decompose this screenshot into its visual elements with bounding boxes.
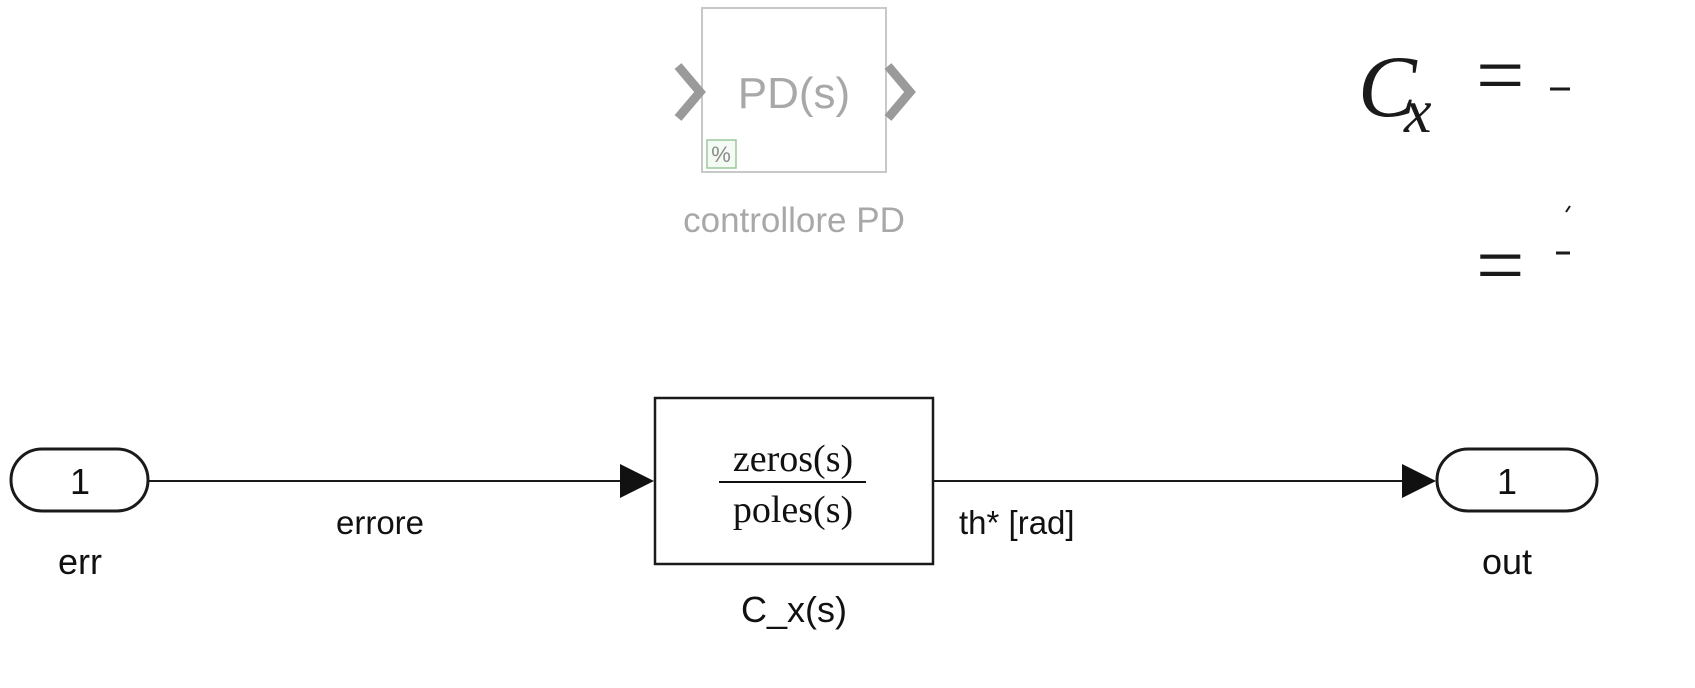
transfer-function-block[interactable]: zeros(s) poles(s) [653, 396, 935, 566]
pd-output-port-chevron-icon [884, 63, 916, 121]
equation-glyph-fragment [1565, 205, 1571, 213]
pd-badge-icon [706, 139, 737, 169]
signal-label-th: th* [rad] [959, 504, 1075, 541]
arrowhead-icon [1402, 464, 1436, 498]
equation-subscript: x [1403, 78, 1432, 146]
signal-label-errore: errore [336, 504, 424, 541]
pd-controller-block[interactable]: PD(s) % [674, 7, 916, 173]
signal-line-errore[interactable] [149, 464, 654, 498]
outport-out[interactable]: 1 [1435, 447, 1599, 513]
outport-shape [1435, 447, 1599, 513]
signal-line-th[interactable] [933, 464, 1436, 498]
pd-block-label: PD(s) [738, 69, 850, 118]
equation-annotation: C x = = [1358, 27, 1571, 313]
equation-equals-1: = [1476, 27, 1525, 123]
tf-denominator: poles(s) [733, 489, 853, 531]
pd-badge-text: % [711, 142, 731, 167]
inport-number: 1 [70, 461, 90, 502]
outport-name: out [1482, 541, 1532, 582]
pd-input-port-chevron-icon [674, 63, 706, 121]
inport-name: err [58, 541, 102, 582]
tf-numerator: zeros(s) [733, 438, 853, 480]
outport-number: 1 [1497, 461, 1517, 502]
equation-equals-2: = [1476, 217, 1525, 313]
arrowhead-icon [620, 464, 654, 498]
equation-lhs: C [1358, 39, 1418, 136]
inport-err[interactable]: 1 [9, 447, 150, 513]
inport-shape [9, 447, 150, 513]
tf-block-caption: C_x(s) [741, 589, 847, 630]
pd-block-caption: controllore PD [683, 201, 905, 240]
